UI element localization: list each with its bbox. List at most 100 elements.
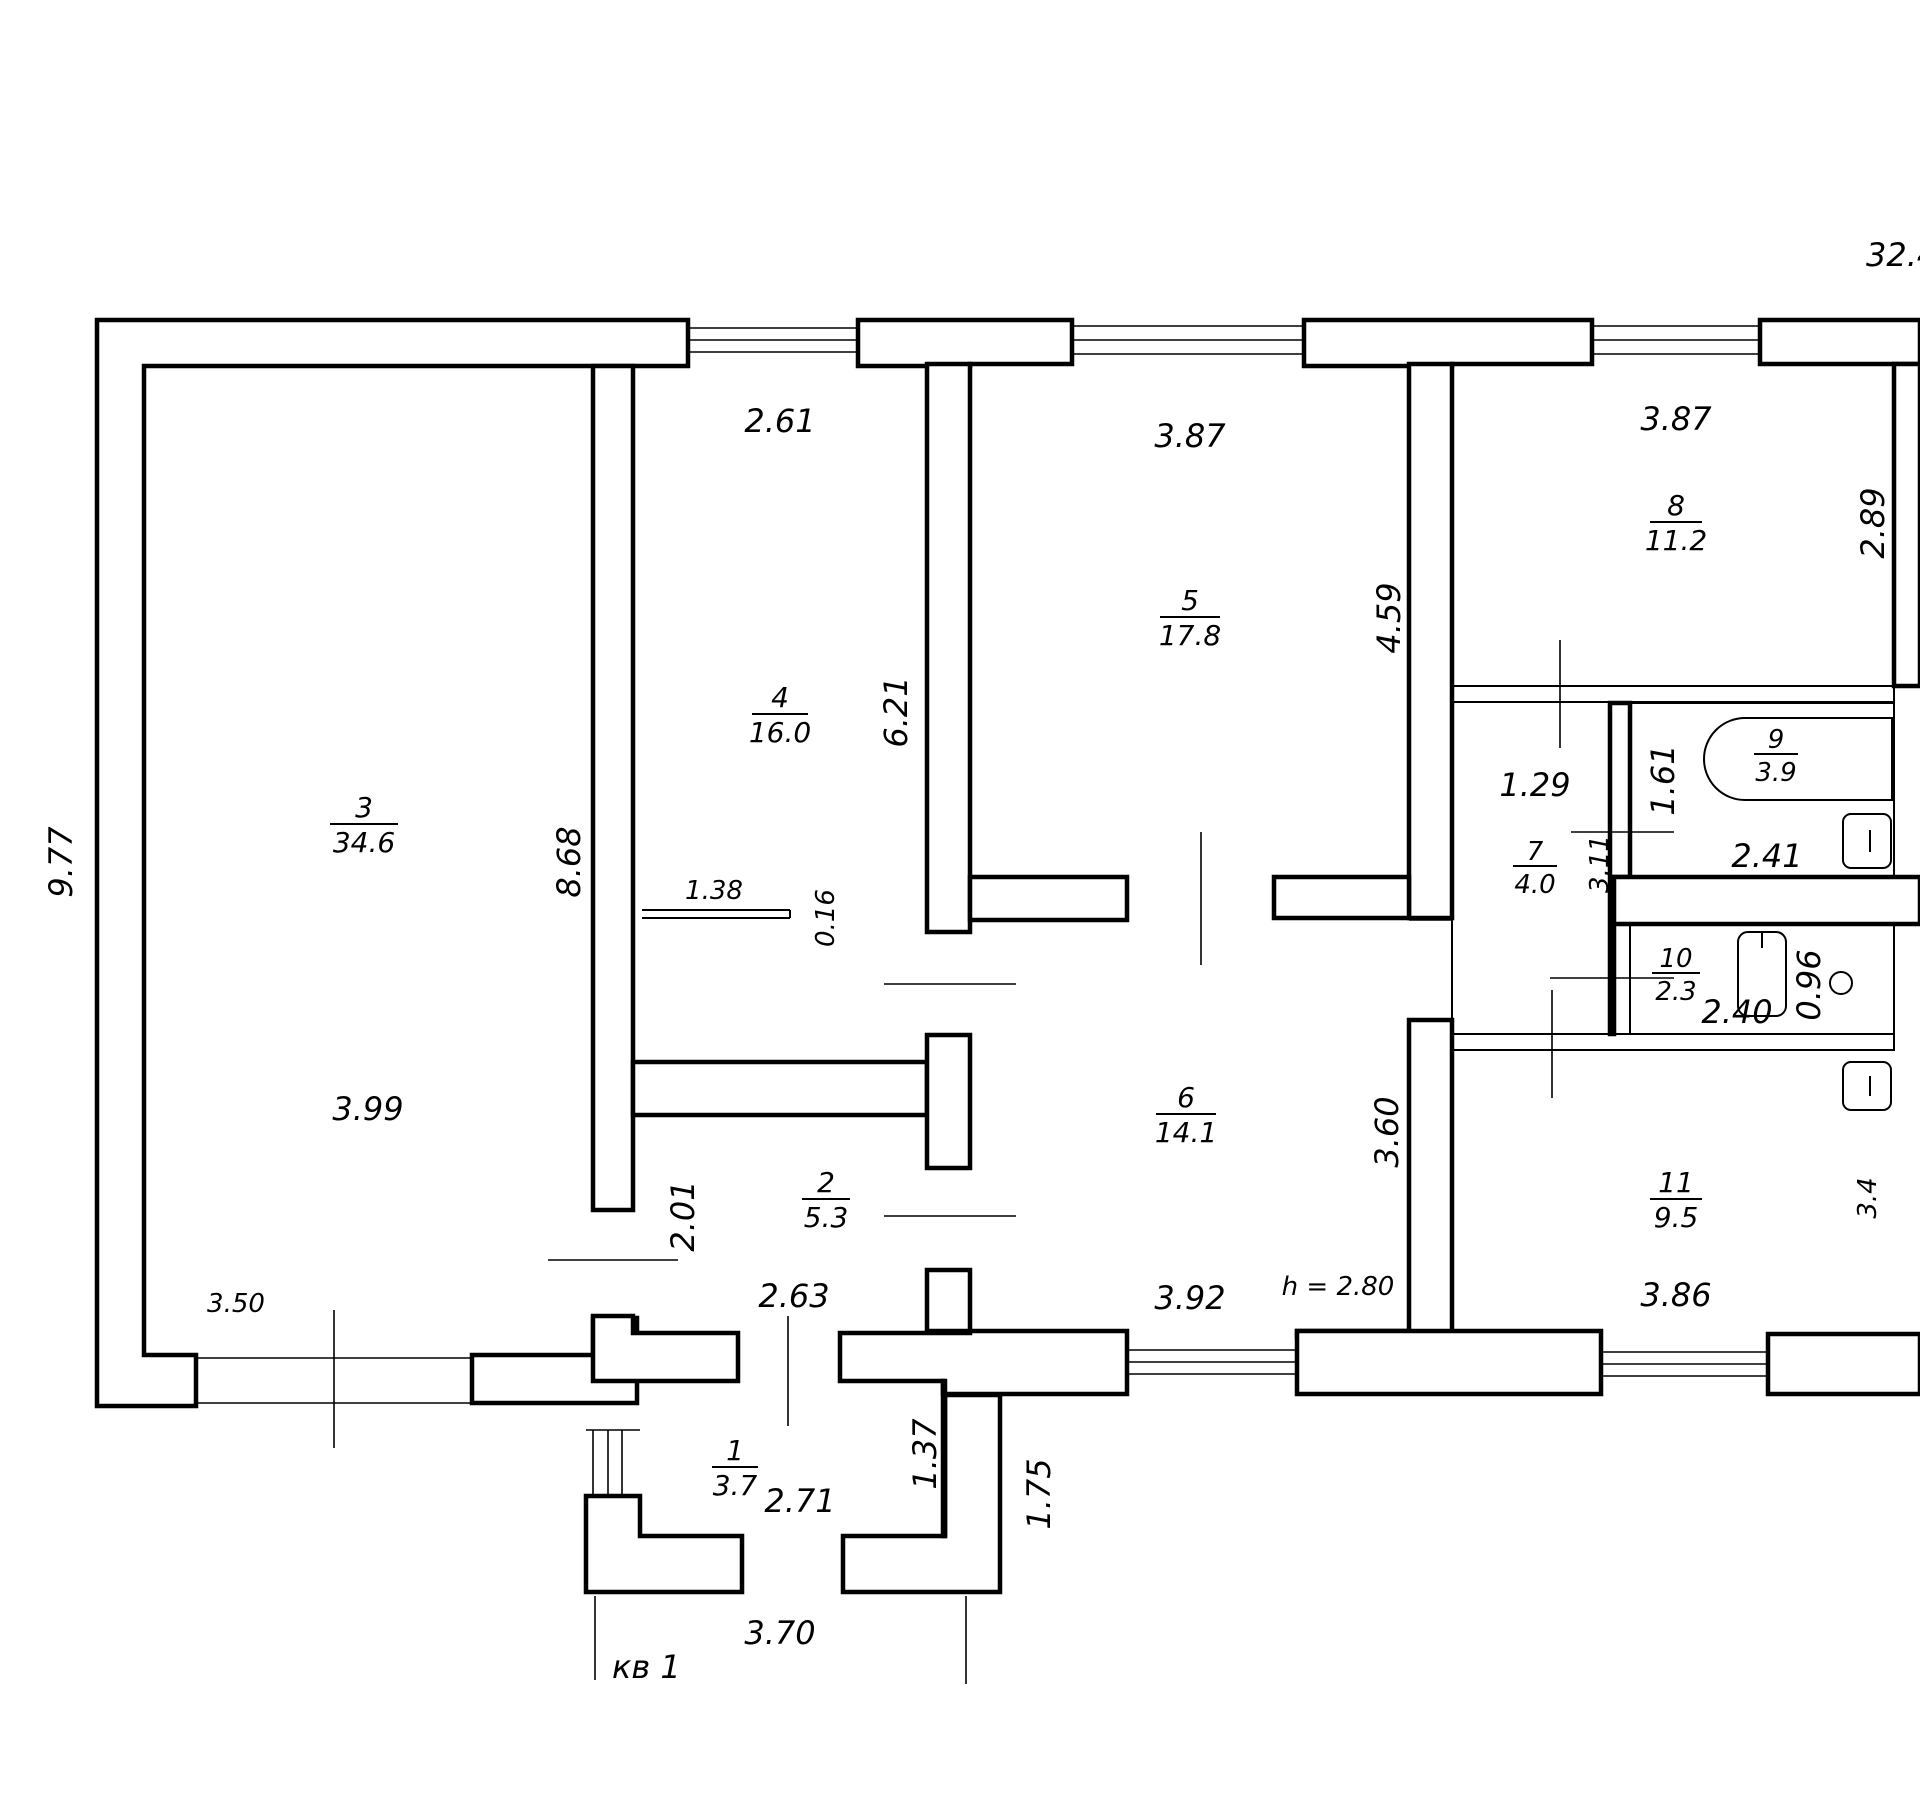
room-2-area: 5.3 — [804, 1201, 849, 1234]
dim-r3-partial: 3.50 — [207, 1289, 265, 1319]
room-1-area: 3.7 — [713, 1469, 758, 1502]
dim-r5-width: 3.87 — [1154, 417, 1226, 455]
wall-porch-left — [583, 1493, 745, 1595]
room-labels: 3 34.6 4 16.0 5 17.8 8 11.2 9 3.9 7 4.0 — [330, 489, 1798, 1502]
room-6-area: 14.1 — [1155, 1116, 1217, 1149]
window-r5 — [1072, 325, 1304, 355]
wall-r2-bottom-right — [837, 1328, 1130, 1397]
room-9-number: 9 — [1768, 725, 1785, 755]
room-4-label: 4 16.0 — [749, 681, 811, 749]
partition-r11-top — [1451, 1033, 1895, 1051]
room-10-area: 2.3 — [1655, 977, 1696, 1007]
dim-porch-width: 3.70 — [744, 1614, 815, 1652]
dim-left-outer: 9.77 — [42, 826, 80, 898]
fixtures — [1703, 717, 1893, 1111]
wall-bottom-right — [1765, 1331, 1920, 1397]
room-7-label: 7 4.0 — [1513, 837, 1557, 900]
dim-r4-height: 6.21 — [877, 676, 915, 747]
wall-r2-r6-lower — [924, 1267, 973, 1334]
room-8-label: 8 11.2 — [1645, 489, 1707, 557]
dim-r11-height: 3.4 — [1853, 1177, 1883, 1218]
wall-r2-bottom-left — [590, 1313, 741, 1384]
room-4-number: 4 — [771, 681, 789, 714]
partition-r8-bottom — [1451, 685, 1895, 703]
dim-r10-height: 0.96 — [1790, 949, 1828, 1020]
room-1-number: 1 — [726, 1434, 744, 1467]
wall-left-outer — [94, 317, 691, 1409]
room-7-area: 4.0 — [1514, 870, 1555, 900]
wall-r9-r10 — [1611, 874, 1920, 927]
room-5-area: 17.8 — [1159, 619, 1221, 652]
dim-r8-width: 3.87 — [1640, 400, 1712, 438]
room-9-outline — [1629, 702, 1895, 878]
room-5-number: 5 — [1181, 584, 1199, 617]
wall-r3-r4 — [590, 363, 636, 1213]
dim-r3-width: 3.99 — [332, 1090, 403, 1128]
wall-r6-bottom — [1294, 1328, 1604, 1397]
dim-r9-height: 1.61 — [1644, 744, 1682, 815]
room-10-number: 10 — [1659, 944, 1692, 974]
wall-r4-r2 — [630, 1059, 930, 1118]
wall-r4-r6-lower — [924, 1032, 973, 1171]
room-8-number: 8 — [1667, 489, 1685, 522]
room-1-label: 1 3.7 — [712, 1434, 758, 1502]
room-3-number: 3 — [355, 791, 373, 824]
doors — [333, 640, 1674, 1684]
dim-r3-height: 8.68 — [550, 826, 588, 897]
dim-r11-width: 3.86 — [1640, 1276, 1711, 1314]
wall-r5-bottom-left — [967, 874, 1130, 923]
room-10-label: 10 2.3 — [1652, 944, 1700, 1007]
room-3-label: 3 34.6 — [330, 791, 398, 859]
window-porch-stairs — [586, 1429, 640, 1496]
dim-r7-width: 1.29 — [1499, 766, 1570, 804]
apartment-label: кв 1 — [612, 1648, 681, 1686]
wall-porch-mid — [940, 1378, 948, 1539]
sink-icon — [1842, 813, 1892, 869]
partitions — [642, 685, 1895, 1051]
dim-r6-height: 3.60 — [1368, 1096, 1406, 1167]
drain-icon — [1829, 971, 1853, 995]
dim-r4-shelf-len: 1.38 — [685, 876, 743, 906]
room-11-label: 11 9.5 — [1650, 1166, 1702, 1234]
room-8-area: 11.2 — [1645, 524, 1707, 557]
dim-r1-height: 1.37 — [906, 1418, 944, 1490]
room-9-area: 3.9 — [1755, 758, 1796, 788]
sink-r11-icon — [1842, 1061, 1892, 1111]
walls — [94, 317, 1920, 1595]
wall-right-r8 — [1891, 361, 1920, 689]
room-7-number: 7 — [1527, 837, 1544, 867]
wall-r4-r5 — [924, 361, 973, 935]
dim-r7-height: 3.11 — [1585, 835, 1615, 893]
window-r11 — [1601, 1351, 1768, 1377]
dim-r10-width: 2.40 — [1701, 993, 1772, 1031]
room-9-label: 9 3.9 — [1754, 725, 1798, 788]
dim-r9-width: 2.41 — [1731, 837, 1802, 875]
wall-top-r5 — [1301, 317, 1595, 369]
dim-r5-height: 4.59 — [1370, 582, 1408, 653]
dim-r1-width: 2.71 — [764, 1482, 835, 1520]
wall-top-r4 — [855, 317, 1075, 369]
window-r8 — [1592, 325, 1760, 355]
room-5-label: 5 17.8 — [1159, 584, 1221, 652]
room-6-number: 6 — [1177, 1081, 1195, 1114]
dim-r8-height: 2.89 — [1854, 487, 1892, 558]
windows — [196, 325, 1768, 1496]
bathtub-icon — [1703, 717, 1893, 801]
wall-r5-bottom-right — [1271, 874, 1412, 921]
dim-r6-width: 3.92 — [1154, 1279, 1225, 1317]
dim-r4-width: 2.61 — [744, 402, 815, 440]
dim-r2-width: 2.63 — [758, 1277, 829, 1315]
wall-r5-r8 — [1406, 361, 1455, 921]
dim-r2-height: 2.01 — [664, 1180, 702, 1251]
window-r6 — [1127, 1349, 1297, 1375]
room-3-area: 34.6 — [333, 826, 395, 859]
room-11-number: 11 — [1658, 1166, 1694, 1199]
room-6-label: 6 14.1 — [1155, 1081, 1217, 1149]
room-2-label: 2 5.3 — [802, 1166, 850, 1234]
window-r4 — [688, 327, 858, 353]
room-4-area: 16.0 — [749, 716, 811, 749]
dimension-labels: 32.4 9.77 2.61 3.87 3.87 2.89 4.59 6.21 … — [42, 236, 1920, 1686]
room-11-area: 9.5 — [1654, 1201, 1699, 1234]
dim-top-right: 32.4 — [1866, 236, 1920, 274]
